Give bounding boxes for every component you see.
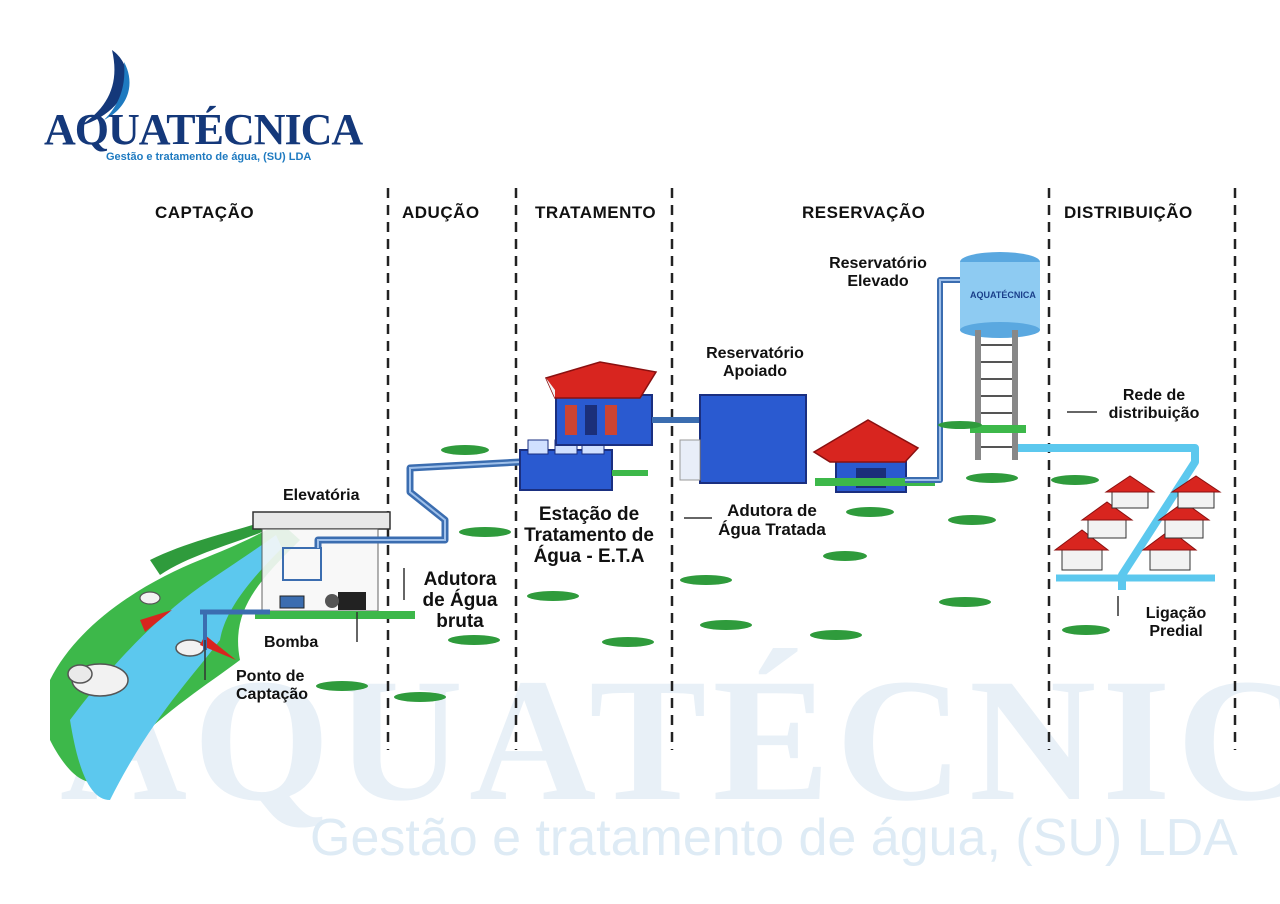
label-adutora-agua-bruta: Adutora de Água bruta — [422, 569, 498, 632]
river-illustration — [50, 520, 300, 800]
label-estacao-tratamento: Estação de Tratamento de Água - E.T.A — [524, 504, 654, 567]
treatment-plant-illustration — [519, 361, 700, 491]
section-dividers — [386, 188, 1237, 750]
tank-logo: AQUATÉCNICA — [970, 290, 1036, 300]
supported-reservoir-illustration — [679, 394, 807, 484]
section-title-distribuicao: DISTRIBUIÇÃO — [1064, 203, 1193, 222]
elevated-reservoir-illustration — [960, 252, 1040, 460]
booster-station-illustration — [812, 419, 935, 493]
section-title-captacao: CAPTAÇÃO — [155, 203, 255, 222]
label-ponto-captacao: Ponto de Captação — [236, 668, 309, 703]
section-title-aducao: ADUÇÃO — [402, 203, 480, 222]
section-title-tratamento: TRATAMENTO — [535, 203, 657, 222]
watermark-wordmark: AQUATÉCNICA — [60, 643, 1280, 838]
label-reservatorio-apoiado: Reservatório Apoiado — [706, 345, 804, 380]
logo-tagline: Gestão e tratamento de água, (SU) LDA — [106, 151, 312, 163]
logo-wordmark: AQUATÉCNICA — [44, 105, 363, 154]
houses-illustration — [1053, 475, 1222, 571]
grass-tufts — [316, 421, 1110, 702]
label-bomba: Bomba — [264, 634, 319, 651]
label-rede-distribuicao: Rede de distribuição — [1108, 387, 1200, 422]
label-adutora-agua-tratada: Adutora de Água Tratada — [718, 501, 826, 539]
label-ligacao-predial: Ligação Predial — [1145, 605, 1207, 640]
section-title-reservacao: RESERVAÇÃO — [802, 203, 926, 222]
logo-swoosh-icon — [80, 50, 130, 126]
label-elevatoria: Elevatória — [283, 487, 360, 504]
label-reservatorio-elevado: Reservatório Elevado — [829, 255, 927, 290]
pumping-station-illustration — [200, 511, 415, 650]
watermark-tagline: Gestão e tratamento de água, (SU) LDA — [310, 809, 1238, 867]
leader-lines — [204, 411, 1119, 680]
